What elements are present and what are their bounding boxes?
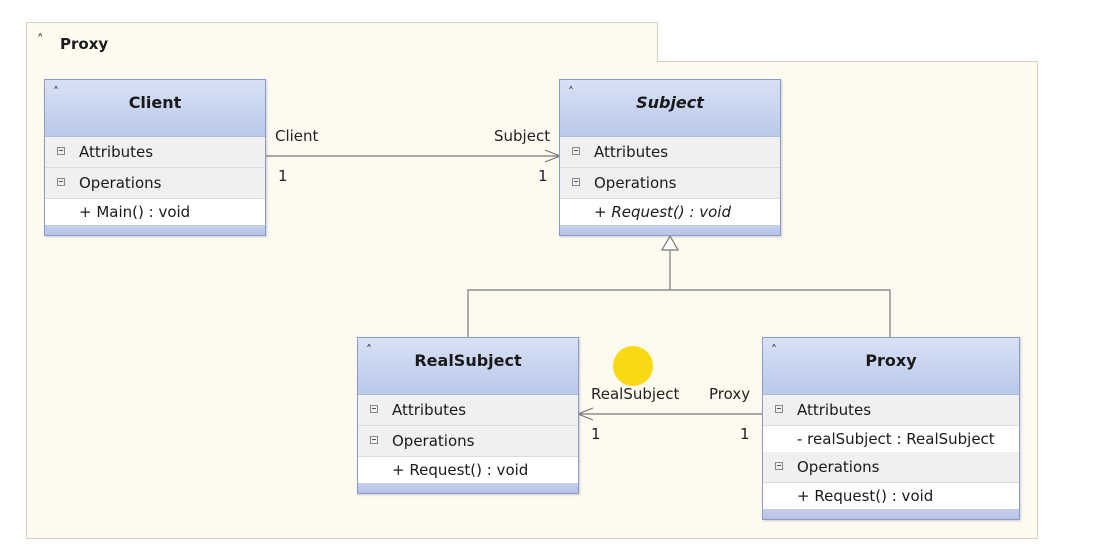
- package-title: Proxy: [60, 35, 109, 53]
- collapse-toggle-icon[interactable]: [775, 462, 783, 470]
- attributes-section[interactable]: Attributes: [358, 395, 578, 426]
- class-header[interactable]: ˄ RealSubject: [358, 338, 578, 395]
- operations-section[interactable]: Operations: [45, 168, 265, 199]
- class-name: RealSubject: [414, 351, 522, 370]
- class-header[interactable]: ˄ Client: [45, 80, 265, 137]
- operation-item[interactable]: + Request() : void: [358, 457, 578, 483]
- class-footer: [358, 483, 578, 493]
- class-footer: [45, 225, 265, 235]
- attributes-section[interactable]: Attributes: [763, 395, 1019, 426]
- role-label-proxy: Proxy: [709, 385, 751, 403]
- attributes-section[interactable]: Attributes: [45, 137, 265, 168]
- section-label: Operations: [79, 174, 162, 192]
- class-name: Client: [128, 93, 182, 112]
- operations-section[interactable]: Operations: [358, 426, 578, 457]
- operations-section[interactable]: Operations: [560, 168, 780, 199]
- section-label: Operations: [594, 174, 677, 192]
- double-chevron-up-icon[interactable]: ˄: [568, 85, 574, 99]
- role-label-client: Client: [275, 127, 319, 145]
- collapse-toggle-icon[interactable]: [57, 178, 65, 186]
- section-label: Operations: [392, 432, 475, 450]
- section-label: Attributes: [594, 143, 669, 161]
- collapse-toggle-icon[interactable]: [572, 147, 580, 155]
- double-chevron-up-icon[interactable]: ˄: [53, 85, 59, 99]
- multiplicity-subject: 1: [538, 167, 548, 185]
- double-chevron-up-icon[interactable]: ˄: [366, 343, 372, 357]
- multiplicity-realsubject: 1: [591, 425, 601, 443]
- package-tab[interactable]: ˄ Proxy: [26, 22, 658, 62]
- double-chevron-up-icon[interactable]: ˄: [37, 33, 44, 48]
- role-label-realsubject: RealSubject: [591, 385, 680, 403]
- double-chevron-up-icon[interactable]: ˄: [771, 343, 777, 357]
- class-header[interactable]: ˄ Subject: [560, 80, 780, 137]
- section-label: Attributes: [79, 143, 154, 161]
- collapse-toggle-icon[interactable]: [572, 178, 580, 186]
- operation-item[interactable]: + Request() : void: [763, 483, 1019, 509]
- collapse-toggle-icon[interactable]: [370, 405, 378, 413]
- multiplicity-client: 1: [278, 167, 288, 185]
- attributes-section[interactable]: Attributes: [560, 137, 780, 168]
- class-footer: [763, 509, 1019, 519]
- generalization-realsubject[interactable]: [467, 289, 670, 337]
- operation-item[interactable]: + Request() : void: [560, 199, 780, 225]
- generalization-triangle: [660, 234, 680, 251]
- collapse-toggle-icon[interactable]: [775, 405, 783, 413]
- collapse-toggle-icon[interactable]: [57, 147, 65, 155]
- class-footer: [560, 225, 780, 235]
- cursor-highlight: [613, 346, 653, 386]
- class-header[interactable]: ˄ Proxy: [763, 338, 1019, 395]
- class-name: Proxy: [865, 351, 917, 370]
- operations-section[interactable]: Operations: [763, 452, 1019, 483]
- package-tab-join: [27, 60, 657, 63]
- class-client[interactable]: ˄ Client Attributes Operations + Main() …: [44, 79, 266, 236]
- multiplicity-proxy: 1: [740, 425, 750, 443]
- section-label: Operations: [797, 458, 880, 476]
- generalization-proxy[interactable]: [670, 289, 891, 337]
- attribute-item[interactable]: - realSubject : RealSubject: [763, 426, 1019, 452]
- section-label: Attributes: [797, 401, 872, 419]
- class-subject[interactable]: ˄ Subject Attributes Operations + Reques…: [559, 79, 781, 236]
- class-name: Subject: [636, 93, 704, 112]
- collapse-toggle-icon[interactable]: [370, 436, 378, 444]
- operation-item[interactable]: + Main() : void: [45, 199, 265, 225]
- section-label: Attributes: [392, 401, 467, 419]
- class-proxy[interactable]: ˄ Proxy Attributes - realSubject : RealS…: [762, 337, 1020, 520]
- class-realsubject[interactable]: ˄ RealSubject Attributes Operations + Re…: [357, 337, 579, 494]
- role-label-subject: Subject: [494, 127, 551, 145]
